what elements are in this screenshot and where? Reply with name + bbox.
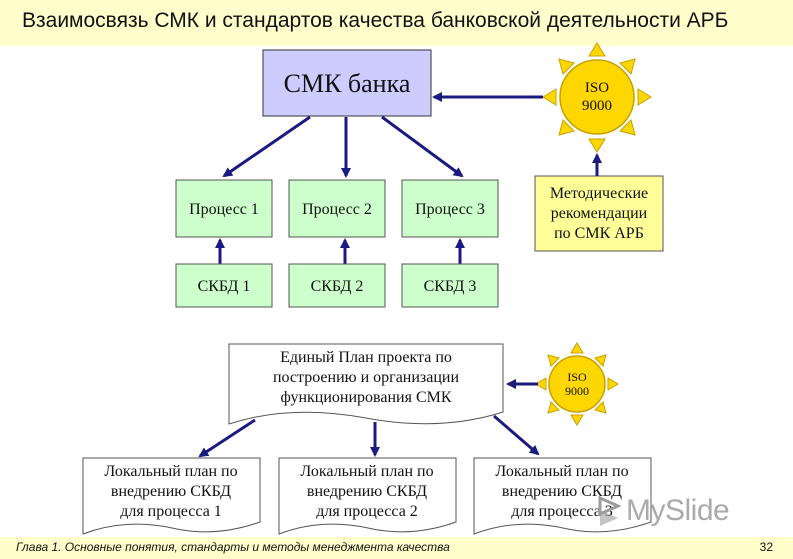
- local-plan-1-line-1: Локальный план по: [104, 463, 237, 480]
- iso-sun-icon: ISO 9000: [542, 42, 652, 153]
- arrow-to-local-1: [198, 418, 256, 458]
- skbd-label-3: СКБД 3: [424, 278, 477, 295]
- skbd-to-process-arrows: [215, 238, 465, 264]
- local-plan-box-1: [82, 457, 261, 535]
- local-plan-box-2: [278, 457, 457, 535]
- iso-sun-small-line-2: 9000: [565, 384, 589, 398]
- iso-sun-small-icon: ISO 9000: [535, 342, 619, 426]
- title-bar: [0, 0, 793, 46]
- iso-sun-small-line-1: ISO: [567, 370, 587, 384]
- unified-plan-line-1: Единый План проекта по: [280, 349, 452, 366]
- skbd-box-2: [288, 263, 386, 308]
- qms-to-process-arrows: [222, 115, 464, 178]
- skbd-box-3: [401, 263, 499, 308]
- arrow-to-local-3: [493, 414, 540, 456]
- process-label-1: Процесс 1: [189, 201, 259, 218]
- iso-sun-line-2: 9000: [582, 98, 612, 114]
- guidelines-line-1: Методические: [550, 185, 648, 202]
- page-number: 32: [759, 540, 773, 554]
- process-box-3: [401, 179, 499, 238]
- unified-plan-box: [228, 343, 504, 425]
- skbd-box-1: [175, 263, 273, 308]
- footer-bar: [0, 537, 793, 559]
- guidelines-line-2: рекомендации: [551, 205, 648, 222]
- iso-sun-line-1: ISO: [585, 80, 609, 96]
- process-box-1: [175, 179, 273, 238]
- local-plan-2-line-1: Локальный план по: [300, 463, 433, 480]
- unified-plan-line-2: построению и организации: [273, 369, 460, 386]
- bank-qms-label: СМК банка: [284, 69, 411, 98]
- footer-chapter: Глава 1. Основные понятия, стандарты и м…: [16, 540, 450, 554]
- process-label-2: Процесс 2: [302, 201, 372, 218]
- arrow-to-process-1: [222, 115, 311, 178]
- local-plan-2-line-3: для процесса 2: [316, 503, 418, 520]
- guidelines-line-3: по СМК АРБ: [554, 225, 644, 242]
- local-plan-3-line-1: Локальный план по: [495, 463, 628, 480]
- unified-plan-line-3: функционирования СМК: [280, 389, 451, 406]
- watermark: MySlide: [626, 494, 730, 527]
- slide-title: Взаимосвязь СМК и стандартов качества ба…: [22, 9, 729, 32]
- local-plan-2-line-2: внедрению СКБД: [307, 483, 427, 500]
- local-plan-3-line-2: внедрению СКБД: [502, 483, 622, 500]
- process-label-3: Процесс 3: [415, 201, 485, 218]
- plan-to-local-arrows: [198, 414, 540, 458]
- guidelines-box: [534, 175, 664, 252]
- arrow-to-process-3: [381, 115, 464, 178]
- local-plan-1-line-3: для процесса 1: [120, 503, 222, 520]
- watermark-logo-icon: [598, 495, 622, 526]
- skbd-label-1: СКБД 1: [198, 278, 251, 295]
- local-plan-1-line-2: внедрению СКБД: [111, 483, 231, 500]
- bank-qms-box: [262, 49, 432, 117]
- skbd-label-2: СКБД 2: [311, 278, 364, 295]
- local-plan-3-line-3: для процесса 3: [511, 503, 613, 520]
- process-box-2: [288, 179, 386, 238]
